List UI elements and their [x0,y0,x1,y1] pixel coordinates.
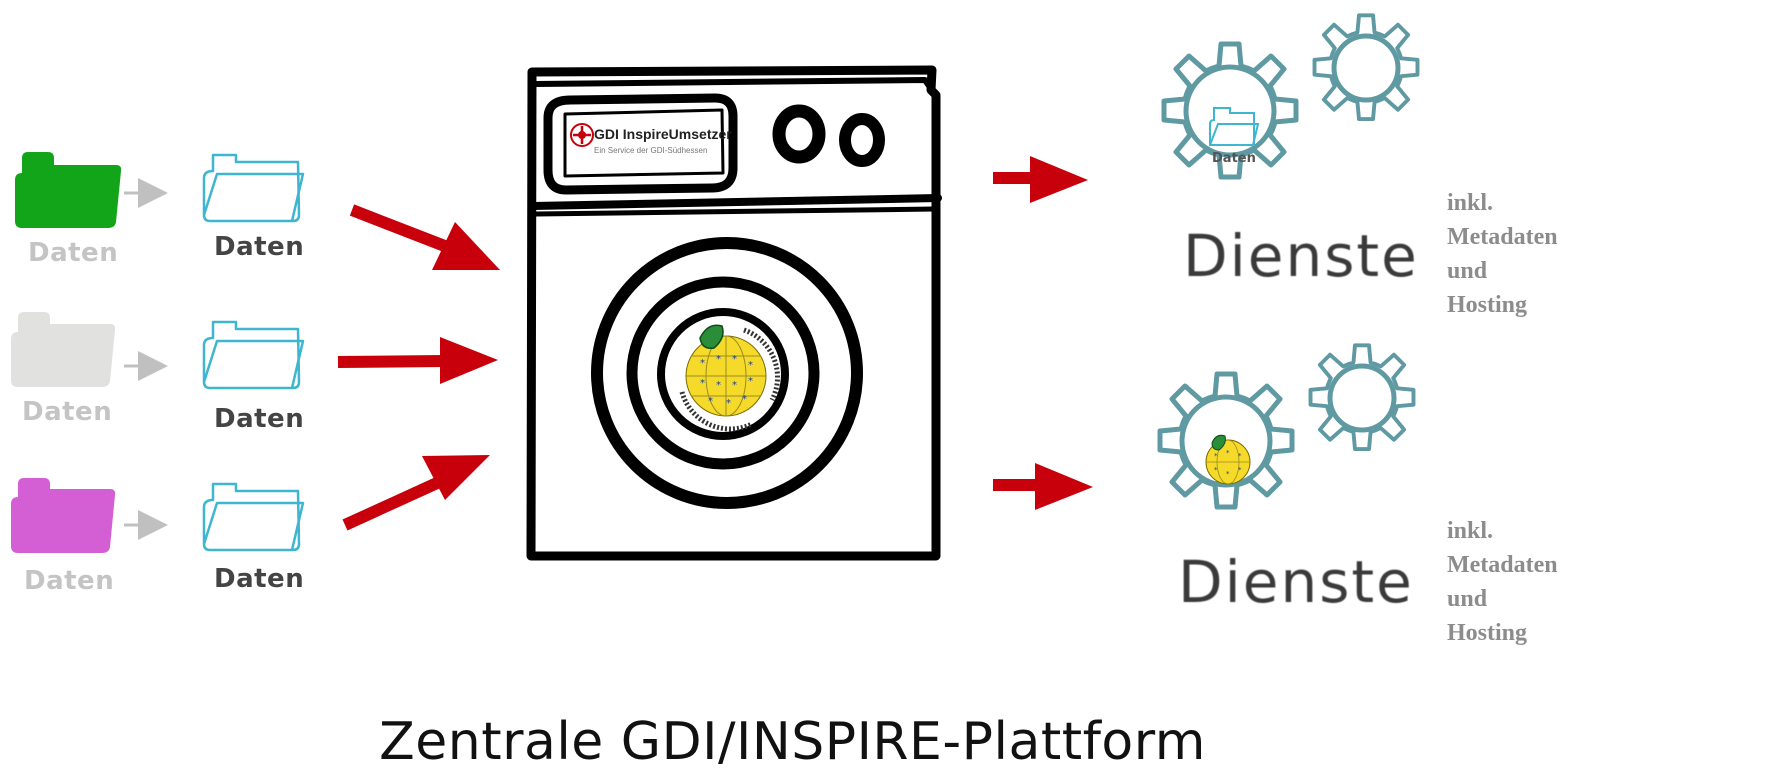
source-folder-3-label: Daten [24,566,114,596]
gear-folder-caption: Daten [1212,151,1256,166]
target-folder-1-icon [204,155,303,221]
note-line: und [1447,582,1587,616]
note-line: Hosting [1447,616,1587,650]
svg-text:*: * [716,380,721,391]
output-arrow-2 [993,463,1093,510]
source-folder-magenta-icon [11,478,115,553]
input-arrow-1 [352,210,500,270]
source-folder-1-label: Daten [28,238,118,268]
output-arrow-1 [993,156,1088,203]
washing-machine [531,70,938,556]
service-1-label: Dienste [1183,222,1419,290]
input-arrow-3 [345,455,490,525]
target-folder-3-icon [204,484,303,550]
input-arrow-2 [338,337,498,384]
target-folder-3-label: Daten [214,564,304,594]
source-folder-gray-icon [11,312,115,387]
gdi-logo-icon [571,124,593,146]
logo-title: GDI InspireUmsetzer [594,126,732,142]
target-folder-1-label: Daten [214,232,304,262]
note-line: und [1447,254,1587,288]
inspire-globe-icon: **** **** *** [682,325,778,429]
svg-text:*: * [700,378,705,389]
svg-text:*: * [1226,449,1230,457]
svg-text:*: * [1238,452,1242,460]
service-2-label: Dienste [1178,548,1414,616]
note-line: Metadaten [1447,548,1587,582]
source-folder-green-icon [15,152,121,228]
target-folder-2-label: Daten [214,404,304,434]
note-line: inkl. [1447,186,1587,220]
note-line: Metadaten [1447,220,1587,254]
svg-text:*: * [1214,466,1218,474]
svg-text:*: * [748,360,753,371]
svg-text:*: * [700,358,705,369]
source-folder-2-label: Daten [22,397,112,427]
svg-text:*: * [748,376,753,387]
svg-text:*: * [726,398,731,409]
svg-text:*: * [742,394,747,405]
svg-text:*: * [716,354,721,365]
note-line: inkl. [1447,514,1587,548]
svg-text:*: * [1226,470,1230,478]
service-gears-2-icon: * * * * * * [1160,345,1413,507]
svg-text:*: * [708,396,713,407]
target-folder-2-icon [204,322,303,388]
svg-text:*: * [732,380,737,391]
svg-text:*: * [1214,452,1218,460]
platform-caption: Zentrale GDI/INSPIRE-Plattform [0,712,1685,771]
svg-text:*: * [1238,466,1242,474]
service-2-note: inkl. Metadaten und Hosting [1447,514,1587,650]
svg-text:*: * [732,354,737,365]
logo-subtitle: Ein Service der GDI-Südhessen [594,146,707,155]
service-1-note: inkl. Metadaten und Hosting [1447,186,1587,322]
note-line: Hosting [1447,288,1587,322]
service-gears-1-icon [1164,15,1417,177]
